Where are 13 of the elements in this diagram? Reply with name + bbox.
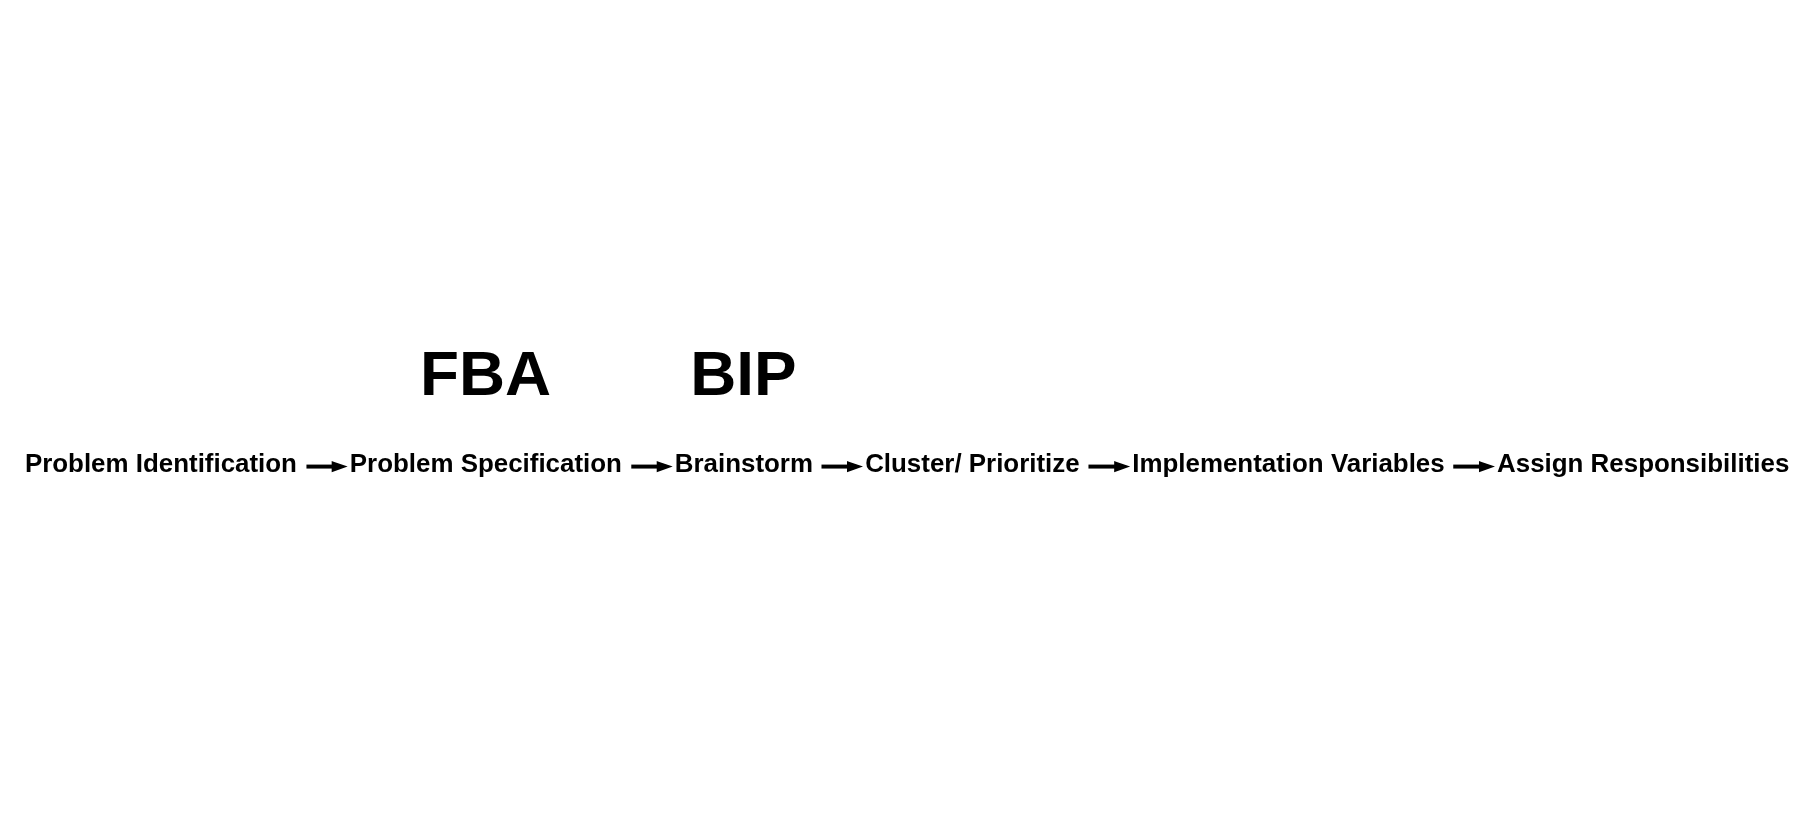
arrow <box>821 460 863 472</box>
node-text: Cluster/ Prioritize <box>864 448 1080 477</box>
arrow <box>305 460 348 472</box>
label: FBA <box>419 336 551 409</box>
arrow <box>630 460 673 472</box>
node-text: Assign Responsibilities <box>1496 448 1789 477</box>
arrow <box>1452 460 1495 472</box>
arrow <box>1087 460 1130 472</box>
node-text: Problem Specification <box>349 448 622 477</box>
node-text: Problem Identification <box>24 448 297 477</box>
node-text: Brainstorm <box>674 448 813 477</box>
node-text: Implementation Variables <box>1131 448 1445 477</box>
label: BIP <box>689 336 797 409</box>
